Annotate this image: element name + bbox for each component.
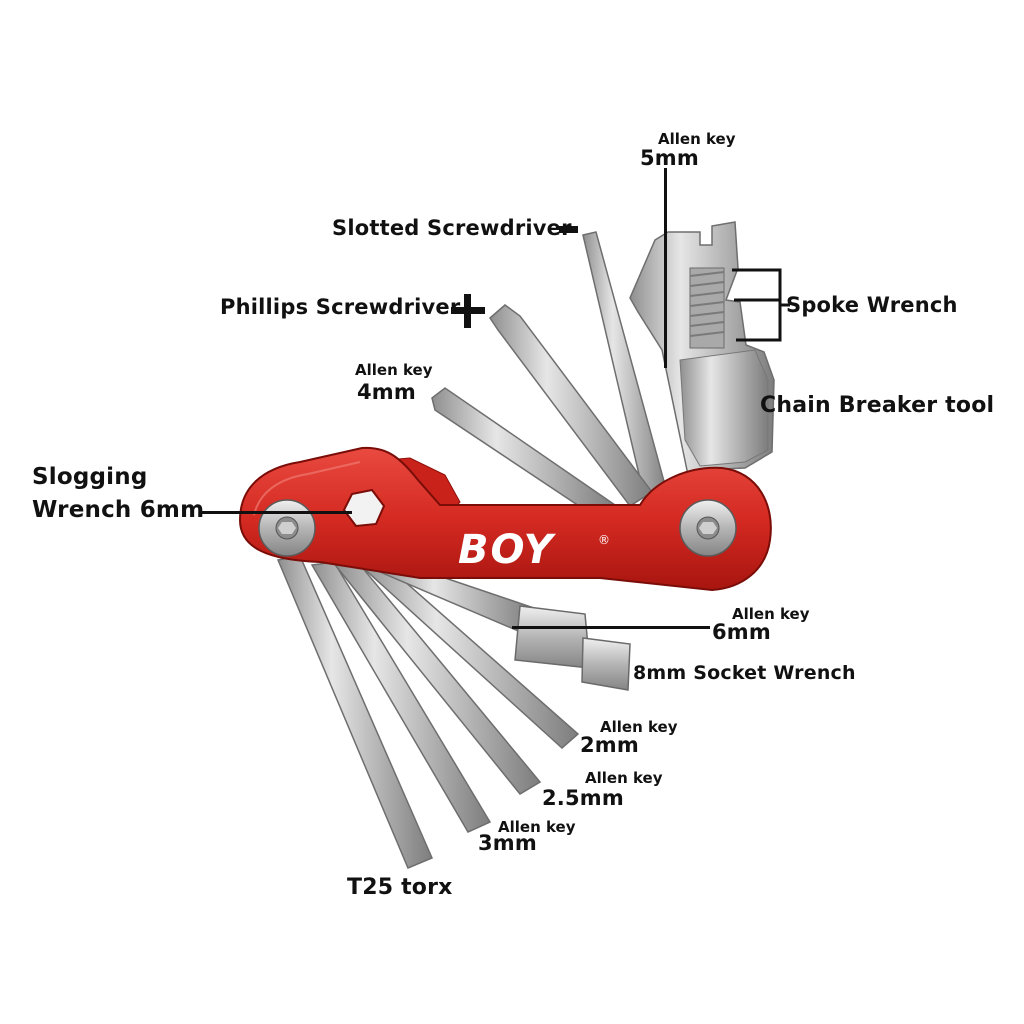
- label-socket-wrench-8mm: 8mm Socket Wrench: [633, 662, 856, 684]
- label-allen-3mm-small: Allen key: [498, 818, 576, 836]
- label-t25-torx: T25 torx: [347, 875, 453, 900]
- label-allen-5mm-size: 5mm: [640, 146, 699, 170]
- label-allen-2-5mm-size: 2.5mm: [542, 786, 624, 810]
- label-allen-2mm-small: Allen key: [600, 718, 678, 736]
- label-allen-4mm-size: 4mm: [357, 380, 416, 404]
- brand-logo-text: BOY: [458, 527, 557, 573]
- brand-logo: BOY ®: [458, 527, 610, 573]
- leader-line-allen-5mm: [664, 168, 667, 368]
- label-slogging-line2: Wrench 6mm: [32, 497, 205, 523]
- label-chain-breaker-tool: Chain Breaker tool: [760, 393, 995, 418]
- label-allen-2-5mm-small: Allen key: [585, 769, 663, 787]
- plus-symbol-icon: [451, 294, 485, 328]
- red-tool-body: [238, 446, 772, 592]
- registered-mark: ®: [598, 533, 610, 547]
- label-allen-2mm-size: 2mm: [580, 733, 639, 757]
- minus-symbol-icon: [559, 226, 578, 233]
- socket-wrench-8mm: [378, 559, 631, 691]
- leader-line-slogging-wrench: [200, 511, 352, 514]
- label-allen-4mm-small: Allen key: [355, 361, 433, 379]
- label-allen-6mm-small: Allen key: [732, 605, 810, 623]
- label-slotted-screwdriver: Slotted Screwdriver: [332, 216, 572, 240]
- slogging-wrench-hex: [342, 488, 386, 528]
- label-spoke-wrench: Spoke Wrench: [786, 293, 958, 317]
- label-slogging-line1: Slogging: [32, 464, 148, 490]
- label-phillips-screwdriver: Phillips Screwdriver: [220, 295, 461, 319]
- leader-line-allen-6mm: [512, 626, 710, 629]
- label-allen-6mm-size: 6mm: [712, 620, 771, 644]
- label-allen-3mm-size: 3mm: [478, 831, 537, 855]
- spoke-wrench-bracket: [732, 268, 790, 342]
- label-allen-5mm-small: Allen key: [658, 130, 736, 148]
